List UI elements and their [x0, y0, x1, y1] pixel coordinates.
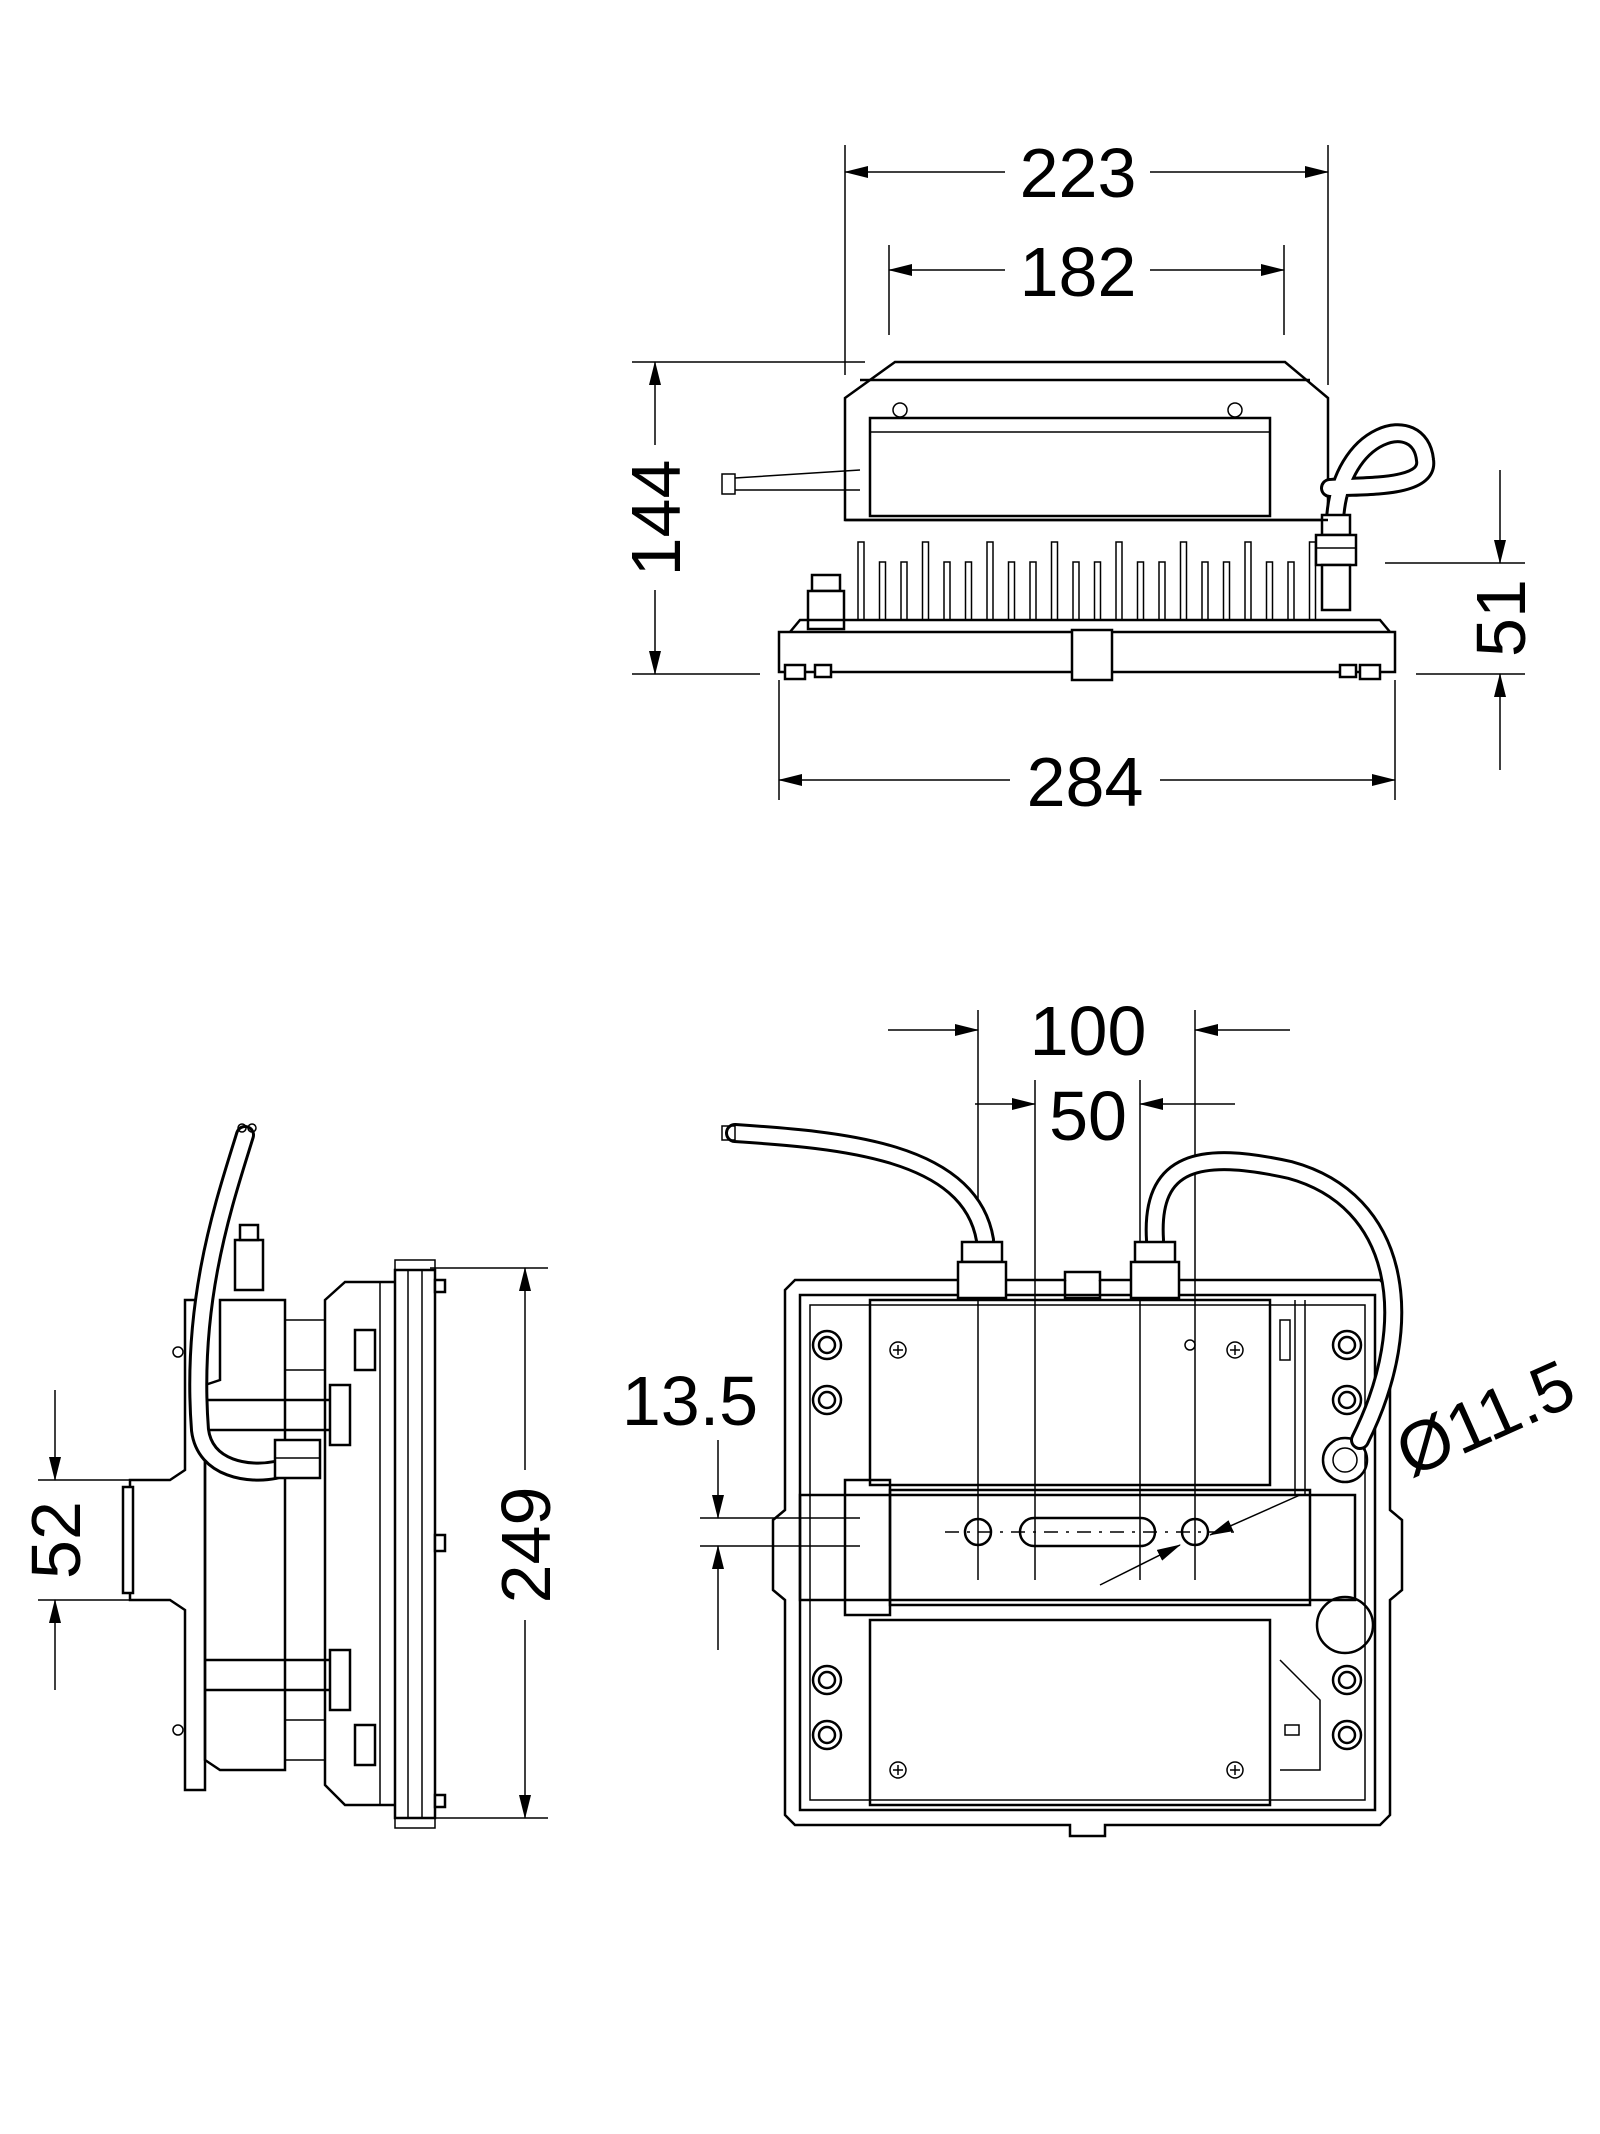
- dim-144-label: 144: [617, 460, 695, 577]
- mounting-screws: [811, 1329, 1363, 1779]
- side-view: 249 52: [17, 1123, 565, 1829]
- dim-diameter-label: Ø11.5: [1385, 1345, 1586, 1492]
- dim-284-label: 284: [1027, 743, 1144, 821]
- dim-13-5-label: 13.5: [622, 1362, 758, 1440]
- dim-50-label: 50: [1049, 1077, 1127, 1155]
- dim-249-label: 249: [487, 1487, 565, 1604]
- dim-223-label: 223: [1020, 134, 1137, 212]
- bottom-view: 100 50 13.5 Ø11.5: [622, 992, 1586, 1838]
- dim-182-label: 182: [1020, 233, 1137, 311]
- dim-100-label: 100: [1030, 992, 1147, 1070]
- dim-51-label: 51: [1462, 579, 1540, 657]
- heatsink-fins: [857, 541, 1317, 621]
- dim-52-label: 52: [17, 1501, 95, 1579]
- front-view: 223 182 144 51 284: [617, 134, 1540, 821]
